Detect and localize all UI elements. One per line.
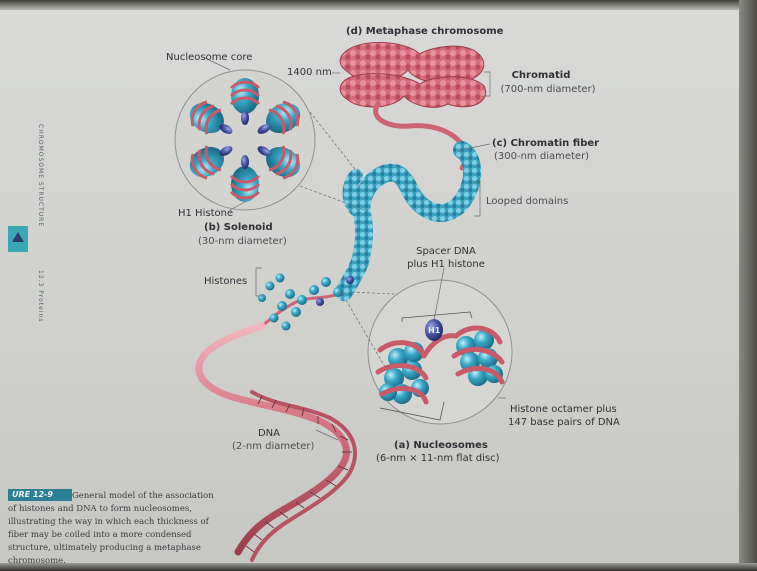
h1-histone-label: H1 Histone <box>178 208 233 220</box>
nucleosomes-label: (a) Nucleosomes <box>394 440 488 452</box>
nucleosome-core-label: Nucleosome core <box>166 52 252 64</box>
histone-octamer-label-1: Histone octamer plus <box>510 404 617 416</box>
figure-number-tag: URE 12-9 <box>8 489 72 501</box>
looped-domains-label: Looped domains <box>486 196 568 208</box>
histones-label: Histones <box>204 276 247 288</box>
side-running-head: CHROMOSOME STRUCTURE <box>37 124 44 227</box>
chromatin-strand <box>376 104 467 168</box>
solenoid-inset <box>175 70 315 210</box>
chromatid-label: Chromatid <box>496 70 586 82</box>
nucleosomes-diameter: (6-nm × 11-nm flat disc) <box>376 453 500 465</box>
nucleosome-inset <box>368 280 512 424</box>
spacer-dna-label-2: plus H1 histone <box>396 259 496 271</box>
triangle-icon <box>12 232 24 242</box>
side-running-head-2: 12.3 Proteins <box>37 270 44 322</box>
chromatin-fiber-diameter: (300-nm diameter) <box>494 151 589 163</box>
1400nm-label: 1400 nm <box>287 67 332 79</box>
dna-label: DNA <box>244 428 294 440</box>
histone-octamer-label-2: 147 base pairs of DNA <box>508 417 620 429</box>
metaphase-label: (d) Metaphase chromosome <box>346 26 503 38</box>
figure-caption: General model of the association of hist… <box>8 490 218 568</box>
solenoid-label: (b) Solenoid <box>204 222 273 234</box>
dna-diameter: (2-nm diameter) <box>232 441 314 453</box>
metaphase-chromosome <box>340 42 486 107</box>
chromatid-diameter: (700-nm diameter) <box>493 84 603 96</box>
solenoid-diameter: (30-nm diameter) <box>198 236 287 248</box>
chromatin-fiber-label: (c) Chromatin fiber <box>492 138 599 150</box>
h1-badge: H1 <box>428 325 440 337</box>
caption-text: General model of the association of hist… <box>8 491 214 566</box>
spacer-dna-label-1: Spacer DNA <box>396 246 496 258</box>
